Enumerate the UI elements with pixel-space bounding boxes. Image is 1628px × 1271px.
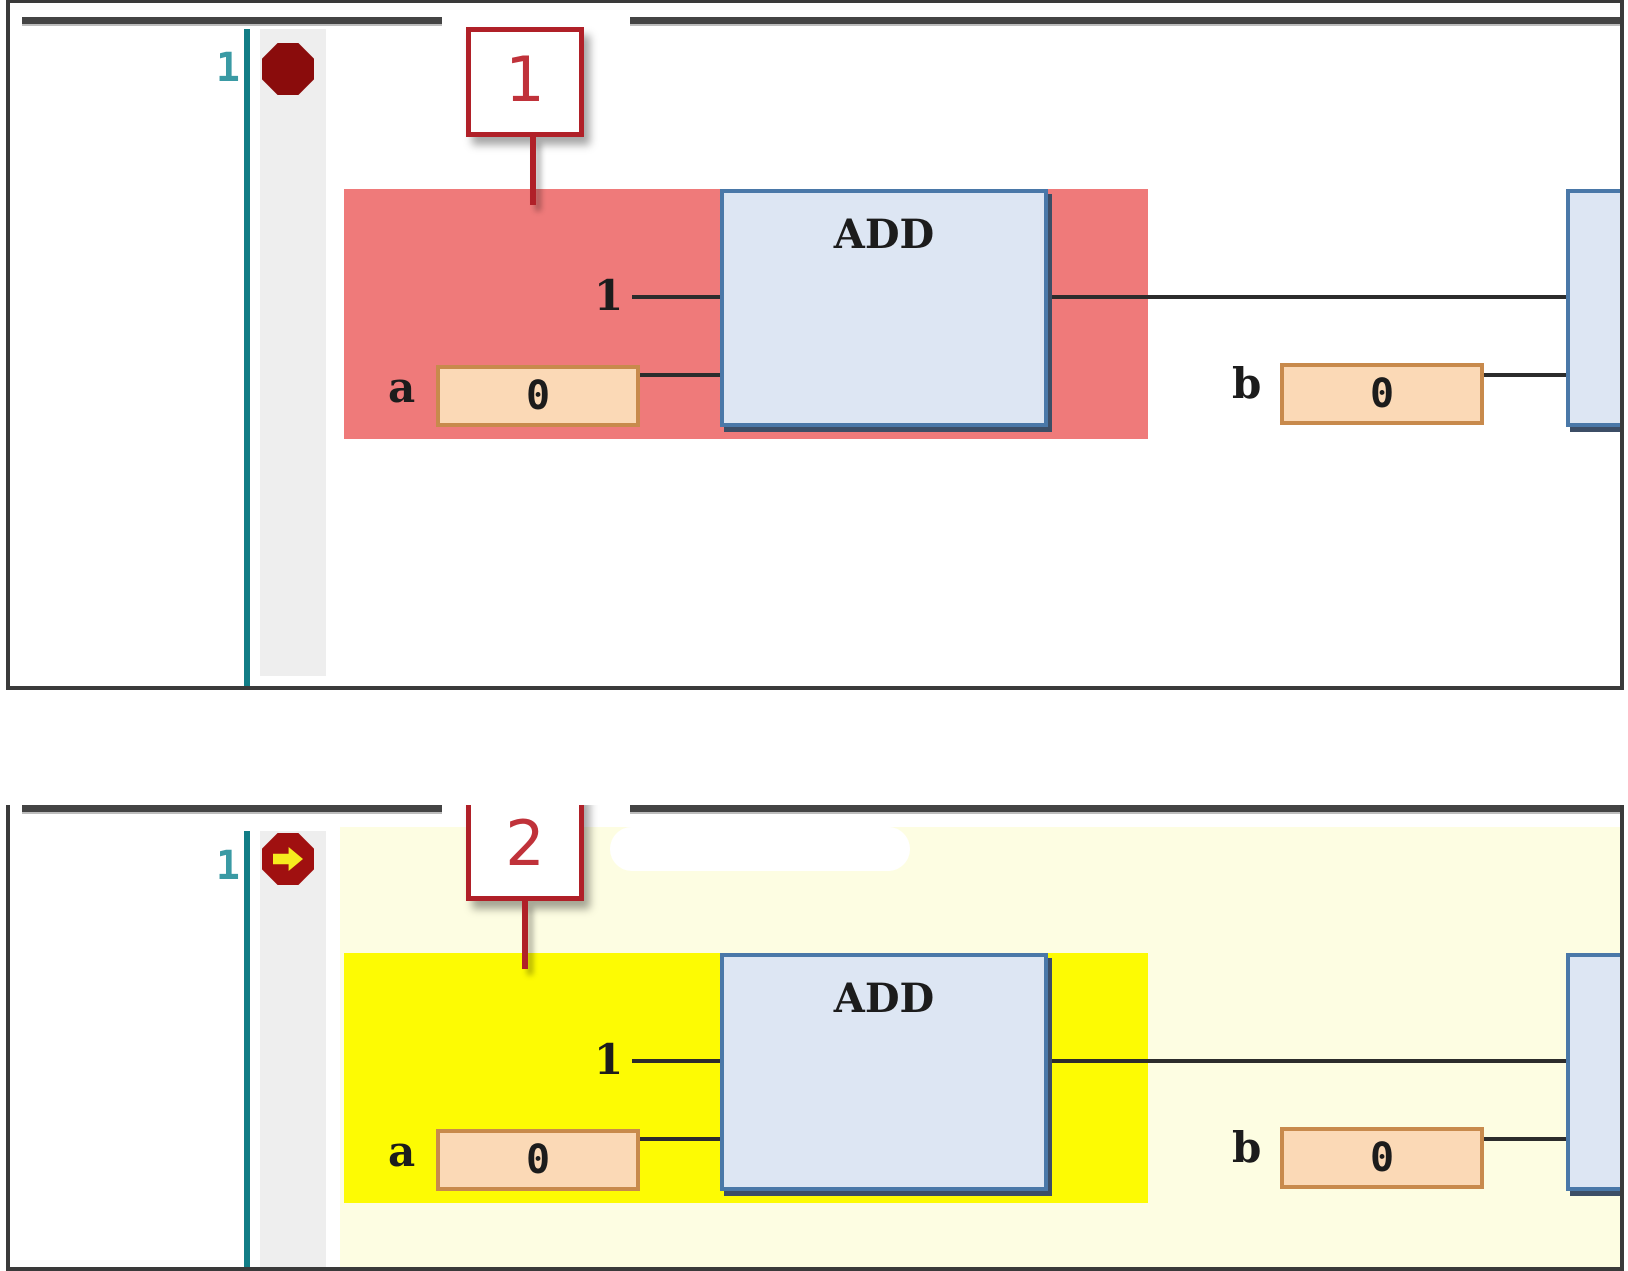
network-title-bar: [22, 805, 1620, 814]
network-panel-halted: 1 2 ADD 1 a 0 b 0: [6, 805, 1624, 1271]
wire-add-output: [1046, 295, 1570, 299]
network-panel-breakpoint: 1 1 ADD 1 a 0 b 0: [6, 0, 1624, 690]
breakpoint-gutter[interactable]: [260, 29, 326, 676]
function-block-add[interactable]: ADD: [720, 953, 1048, 1191]
arrow-glyph: [273, 847, 303, 871]
monitor-value-a[interactable]: 0: [436, 365, 640, 427]
callout-leader: [522, 901, 528, 969]
power-rail: [244, 831, 250, 1267]
input-var-name: a: [388, 363, 416, 412]
function-block-name: ADD: [833, 211, 935, 258]
background-glare: [610, 827, 910, 871]
function-block-next[interactable]: [1566, 189, 1620, 427]
breakpoint-icon[interactable]: [262, 43, 314, 95]
input-var-name: b: [1232, 1123, 1262, 1172]
breakpoint-gutter[interactable]: [260, 831, 326, 1267]
network-number: 1: [215, 45, 240, 91]
wire-var-a-input: [632, 373, 724, 377]
network-title-bar: [22, 17, 1620, 26]
monitor-value-b[interactable]: 0: [1280, 363, 1484, 425]
wire-var-b-input: [1482, 373, 1570, 377]
panel-separator: [6, 690, 1624, 805]
monitor-value-a[interactable]: 0: [436, 1129, 640, 1191]
input-var-name: a: [388, 1127, 416, 1176]
input-var-name: b: [1232, 359, 1262, 408]
function-block-add[interactable]: ADD: [720, 189, 1048, 427]
input-constant: 1: [594, 1035, 624, 1084]
network-number: 1: [215, 843, 240, 889]
callout-label: 1: [466, 27, 584, 137]
wire-constant-input: [632, 1059, 724, 1063]
wire-var-b-input: [1482, 1137, 1570, 1141]
wire-add-output: [1046, 1059, 1570, 1063]
input-constant: 1: [594, 271, 624, 320]
wire-var-a-input: [632, 1137, 724, 1141]
callout-label: 2: [466, 805, 584, 901]
function-block-name: ADD: [833, 975, 935, 1022]
function-block-next[interactable]: [1566, 953, 1620, 1191]
current-position-arrow-icon[interactable]: [262, 833, 314, 885]
callout-leader: [530, 137, 536, 205]
monitor-value-b[interactable]: 0: [1280, 1127, 1484, 1189]
power-rail: [244, 29, 250, 686]
wire-constant-input: [632, 295, 724, 299]
